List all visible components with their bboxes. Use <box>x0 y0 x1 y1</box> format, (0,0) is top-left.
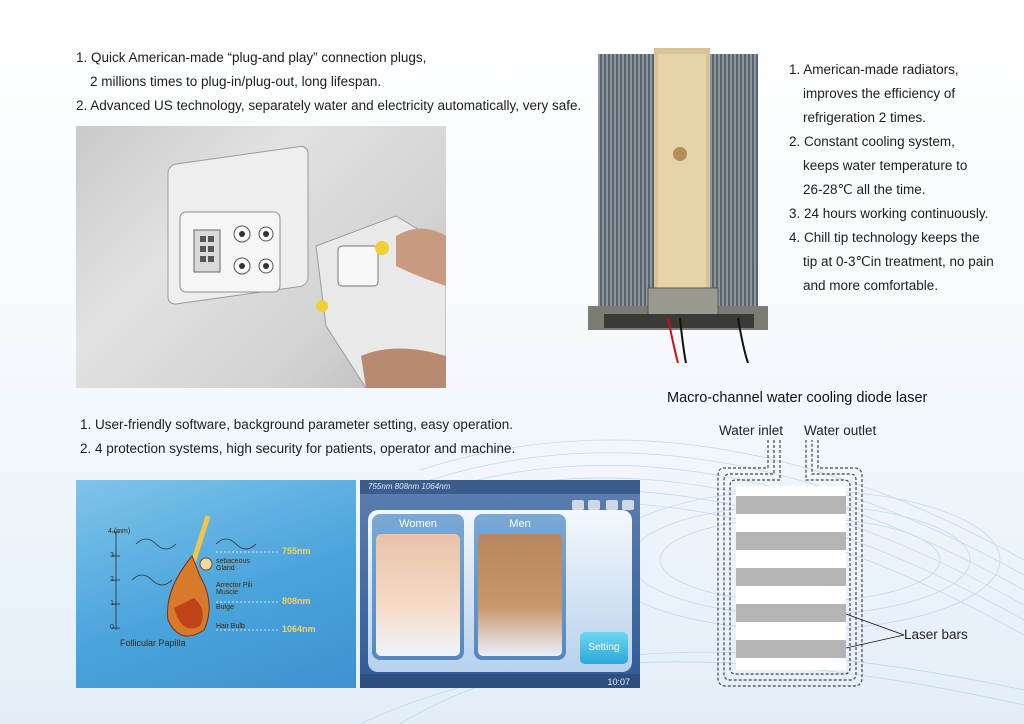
papilla-label: Follicular Papilla <box>120 638 186 648</box>
radiator-line-9: tip at 0-3℃in treatment, no pain <box>803 254 994 269</box>
scale-mark-0: 0 <box>110 624 114 631</box>
radiator-line-5: keeps water temperature to <box>803 158 968 173</box>
men-label: Men <box>509 518 531 530</box>
radiator-photo <box>588 48 768 364</box>
tool-icon[interactable] <box>588 500 600 510</box>
radiator-line-6: 26-28℃ all the time. <box>803 182 926 197</box>
window-icon[interactable] <box>606 500 618 510</box>
feature-line-1: 1. Quick American-made “plug-and play” c… <box>76 50 427 65</box>
radiator-line-7: 3. 24 hours working continuously. <box>789 206 989 221</box>
women-image <box>376 534 460 656</box>
feature-line-3: 2. Advanced US technology, separately wa… <box>76 98 582 113</box>
app-footer <box>360 674 640 688</box>
women-label: Women <box>399 518 437 530</box>
laser-bars-label: Laser bars <box>904 627 968 642</box>
radiator-line-3: refrigeration 2 times. <box>803 110 927 125</box>
hair-follicle-drawing <box>112 515 280 637</box>
scale-mark-1: 1 <box>110 600 114 607</box>
scale-mark-2: 2 <box>110 576 114 583</box>
feature-line-2: 2 millions times to plug-in/plug-out, lo… <box>90 74 382 89</box>
radiator-line-8: 4. Chill tip technology keeps the <box>789 230 980 245</box>
bulb-label: Hair Bulb <box>216 623 245 630</box>
connector-photo <box>76 126 446 388</box>
setting-button[interactable]: Setting <box>580 632 628 664</box>
cooling-diagram-title: Macro-channel water cooling diode laser <box>667 390 928 406</box>
scale-unit-label: 4 (mm) <box>108 528 131 535</box>
wavelength-808: 808nm <box>282 596 311 606</box>
wavelength-755: 755nm <box>282 546 311 556</box>
gland-label: sebaceous Gland <box>216 558 250 572</box>
men-image <box>478 534 562 656</box>
lock-icon[interactable] <box>572 500 584 510</box>
water-inlet-label: Water inlet <box>719 423 784 438</box>
software-line-1: 1. User-friendly software, background pa… <box>80 417 513 432</box>
hair-follicle-screen: 4 (mm) 3 2 1 0 sebaceous Gland Arrector … <box>76 480 356 688</box>
cooling-diagram <box>717 440 905 687</box>
radiator-line-4: 2. Constant cooling system, <box>789 134 955 149</box>
connector-features: 1. Quick American-made “plug-and play” c… <box>76 46 581 118</box>
scale-mark-3: 3 <box>110 552 114 559</box>
radiator-line-2: improves the efficiency of <box>803 86 956 101</box>
radiator-line-10: and more comfortable. <box>803 278 939 293</box>
men-card[interactable]: Men <box>474 514 566 660</box>
radiator-line-1: 1. American-made radiators, <box>789 62 959 77</box>
arrector-label: Arrector Pili Muscie <box>216 582 253 596</box>
radiator-features: 1. American-made radiators, improves the… <box>789 58 994 298</box>
app-screen: 755nm 808nm 1064nm Women Men Setting 10:… <box>360 480 640 688</box>
software-line-2: 2. 4 protection systems, high security f… <box>80 441 516 456</box>
clock: 10:07 <box>607 677 630 687</box>
grid-icon[interactable] <box>622 500 634 510</box>
app-header: 755nm 808nm 1064nm <box>360 480 640 494</box>
bulge-label: Bulge <box>216 604 234 611</box>
wavelength-1064: 1064nm <box>282 624 316 634</box>
software-features: 1. User-friendly software, background pa… <box>80 413 515 461</box>
women-card[interactable]: Women <box>372 514 464 660</box>
water-outlet-label: Water outlet <box>804 423 877 438</box>
